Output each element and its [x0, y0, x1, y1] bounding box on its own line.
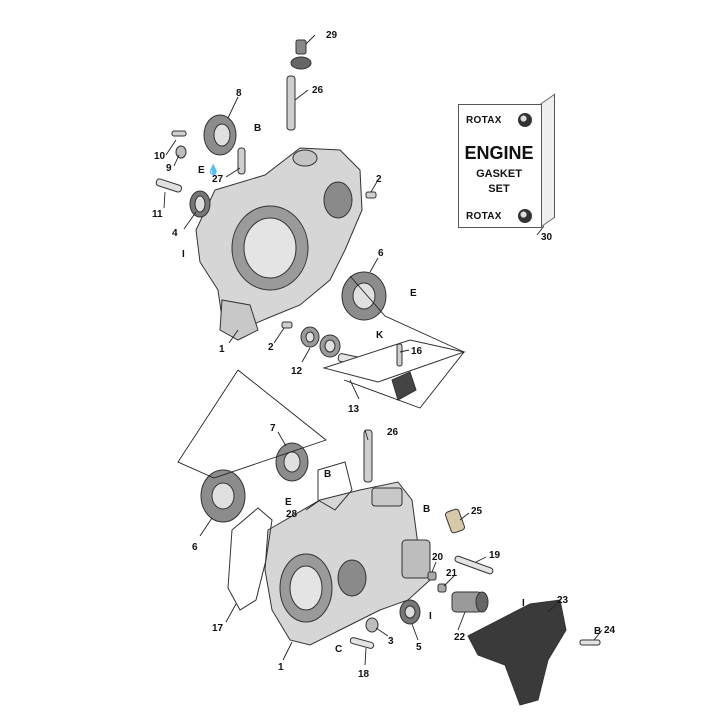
callout-12: 12 — [291, 366, 303, 377]
callout-21: 21 — [446, 568, 458, 579]
bracket-upper — [343, 275, 465, 409]
brp-logo-icon — [518, 113, 532, 127]
callout-28: 28 — [286, 509, 298, 520]
callout-3: 3 — [388, 636, 394, 647]
part-4-seal — [189, 190, 211, 218]
lube-mark-B3: B — [423, 504, 430, 515]
lube-mark-I3: I — [522, 598, 525, 609]
part-12-bearings — [300, 326, 341, 358]
part-25-sleeve — [445, 508, 465, 534]
part-24-screw — [579, 639, 601, 646]
lube-mark-E2: E — [410, 288, 417, 299]
rotax-brand-top: ROTAX — [466, 115, 502, 126]
part-27-dowel — [237, 147, 246, 175]
callout-16: 16 — [411, 346, 423, 357]
callout-29: 29 — [326, 30, 338, 41]
part-2-dowel-upper — [365, 191, 377, 199]
part-19-bolt — [454, 555, 494, 575]
gasket-set-sheet-fold — [540, 93, 555, 228]
brp-logo-icon — [518, 209, 532, 223]
gasket-set-subtitle-2: SET — [488, 183, 510, 195]
callout-26-lower: 26 — [387, 427, 399, 438]
gasket-set-subtitle-1: GASKET — [476, 168, 522, 180]
svg-text:💧: 💧 — [207, 163, 219, 176]
lube-mark-I2: I — [429, 611, 432, 622]
crankcase-half-lower — [264, 481, 431, 646]
callout-7: 7 — [270, 423, 276, 434]
part-7-bearing — [275, 442, 309, 482]
callout-4: 4 — [172, 228, 178, 239]
gasket-set-title: ENGINE — [464, 143, 534, 163]
callout-22: 22 — [454, 632, 466, 643]
callout-9: 9 — [166, 163, 172, 174]
callout-30: 30 — [541, 232, 553, 243]
part-9-washer — [175, 145, 187, 159]
part-22-starter-drive — [451, 591, 489, 613]
callout-23: 23 — [557, 595, 569, 606]
callout-2-upper: 2 — [376, 174, 382, 185]
part-3-washer — [365, 617, 379, 633]
callout-27: 27 — [212, 174, 224, 185]
callout-2-lower: 2 — [268, 342, 274, 353]
lube-mark-B2: B — [324, 469, 331, 480]
lube-mark-E3: E — [285, 497, 292, 508]
crankcase-half-upper — [195, 147, 363, 341]
lube-mark-E1: E — [198, 165, 205, 176]
part-13-shaft-assembly — [322, 339, 466, 401]
part-6-bearing-lower — [200, 469, 246, 523]
callout-6-lower: 6 — [192, 542, 198, 553]
lube-mark-C1: C — [335, 644, 342, 655]
bracket-lower — [177, 369, 327, 479]
callout-26-upper: 26 — [312, 85, 324, 96]
lube-mark-K1: K — [376, 330, 384, 341]
callout-17: 17 — [212, 623, 224, 634]
lube-mark-I1: I — [182, 249, 185, 260]
part-11-pin — [155, 178, 183, 193]
callout-1-upper: 1 — [219, 344, 225, 355]
callout-8: 8 — [236, 88, 242, 99]
part-28-gasket — [317, 461, 353, 511]
part-18-screw — [349, 637, 375, 649]
leader-lines — [163, 34, 603, 666]
callout-6-upper: 6 — [378, 248, 384, 259]
part-16-pin — [396, 343, 403, 367]
callout-20: 20 — [432, 552, 444, 563]
callout-25: 25 — [471, 506, 483, 517]
callout-18: 18 — [358, 669, 370, 680]
part-10-screw — [171, 130, 187, 137]
part-20-21-bushings — [427, 571, 447, 593]
callout-5: 5 — [416, 642, 422, 653]
part-2-dowel-lower — [281, 321, 293, 329]
callout-13: 13 — [348, 404, 360, 415]
callout-10: 10 — [154, 151, 166, 162]
part-26-stud-upper — [286, 75, 296, 131]
part-23-cover — [467, 599, 567, 706]
part-17-gasket — [227, 507, 273, 611]
part-5-seal — [399, 599, 421, 625]
callout-1-lower: 1 — [278, 662, 284, 673]
part-6-bearing-upper — [341, 271, 387, 321]
callout-24: 24 — [604, 625, 616, 636]
callout-19: 19 — [489, 550, 501, 561]
rotax-brand-bottom: ROTAX — [466, 211, 502, 222]
callout-11: 11 — [152, 209, 163, 220]
part-29-plug — [290, 39, 312, 70]
part-8-bearing — [203, 114, 237, 156]
lube-marks: E 💧 B I E K B E B I I C B — [182, 123, 601, 655]
lube-mark-B1: B — [254, 123, 261, 134]
lube-mark-B4: B — [594, 626, 601, 637]
part-26-stud-lower — [363, 429, 373, 483]
